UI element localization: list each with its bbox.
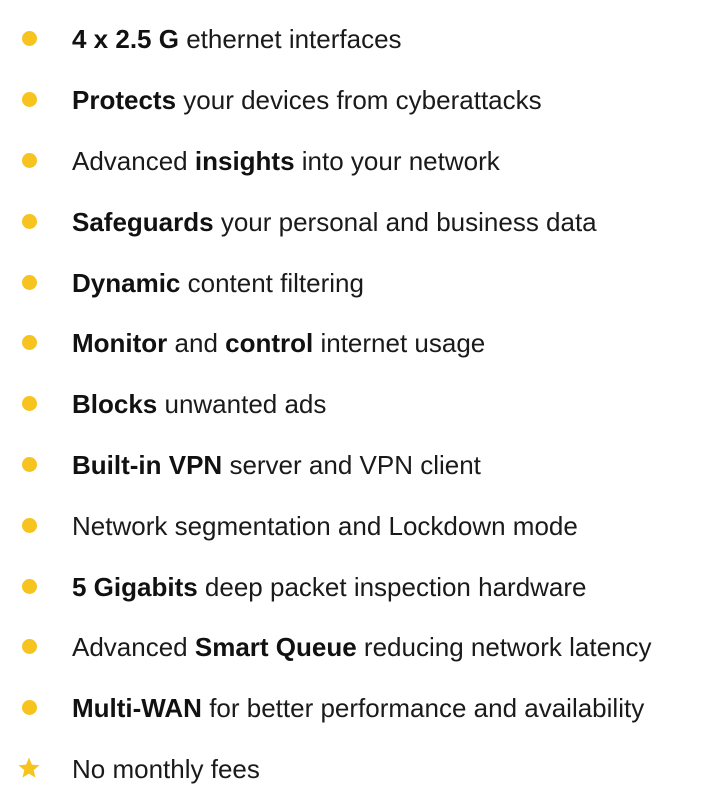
feature-text-bold: control — [225, 328, 314, 359]
feature-text-bold: Multi-WAN — [72, 693, 202, 724]
feature-item: Advanced Smart Queue reducing network la… — [0, 617, 726, 678]
feature-text-regular: Network segmentation and Lockdown mode — [72, 510, 578, 541]
feature-text-bold: 4 x 2.5 G — [72, 24, 179, 55]
feature-text: Monitor and control internet usage — [72, 328, 485, 358]
feature-text-regular: No monthly fees — [72, 753, 260, 784]
feature-item: Multi-WAN for better performance and ava… — [0, 678, 726, 739]
feature-text-bold: Blocks — [72, 389, 158, 420]
feature-text: No monthly fees — [72, 754, 260, 784]
feature-text-regular: your devices from cyberattacks — [176, 85, 542, 116]
feature-text-regular: Advanced — [72, 145, 195, 176]
feature-item: No monthly fees — [0, 739, 726, 800]
feature-item: Protects your devices from cyberattacks — [0, 70, 726, 131]
bullet-dot-icon — [22, 152, 37, 168]
feature-item: 5 Gigabits deep packet inspection hardwa… — [0, 556, 726, 617]
feature-text: Advanced Smart Queue reducing network la… — [72, 632, 652, 662]
feature-text-regular: ethernet interfaces — [178, 24, 402, 55]
feature-text-bold: Safeguards — [72, 206, 214, 237]
feature-text-bold: Protects — [72, 85, 177, 116]
feature-text: Blocks unwanted ads — [72, 389, 326, 419]
star-icon — [18, 757, 40, 778]
feature-text: Multi-WAN for better performance and ava… — [72, 693, 644, 723]
feature-item: 4 x 2.5 G ethernet interfaces — [0, 9, 726, 70]
feature-text: 4 x 2.5 G ethernet interfaces — [72, 24, 402, 54]
bullet-dot-icon — [22, 335, 37, 351]
feature-item: Monitor and control internet usage — [0, 313, 726, 374]
bullet-dot-icon — [22, 456, 37, 472]
feature-text-bold: Smart Queue — [194, 632, 357, 663]
feature-text: Network segmentation and Lockdown mode — [72, 511, 578, 541]
feature-text: Dynamic content filtering — [72, 268, 364, 298]
feature-text-bold: Monitor — [72, 328, 168, 359]
feature-text-regular: reducing network latency — [356, 632, 652, 663]
feature-text: Advanced insights into your network — [72, 146, 500, 176]
feature-text-regular: deep packet inspection hardware — [197, 571, 587, 602]
feature-text-regular: internet usage — [313, 328, 486, 359]
feature-text: 5 Gigabits deep packet inspection hardwa… — [72, 572, 587, 602]
bullet-dot-icon — [22, 639, 37, 655]
feature-text-regular: for better performance and availability — [201, 693, 645, 724]
bullet-dot-icon — [22, 274, 37, 290]
feature-text-regular: into your network — [294, 145, 500, 176]
feature-item: Network segmentation and Lockdown mode — [0, 495, 726, 556]
feature-text-regular: Advanced — [72, 632, 195, 663]
feature-text-regular: content filtering — [180, 267, 364, 298]
bullet-dot-icon — [22, 517, 37, 533]
bullet-dot-icon — [22, 700, 37, 716]
feature-item: Advanced insights into your network — [0, 131, 726, 192]
feature-text: Protects your devices from cyberattacks — [72, 85, 542, 115]
bullet-dot-icon — [22, 31, 37, 47]
feature-text: Safeguards your personal and business da… — [72, 207, 597, 237]
feature-item: Built-in VPN server and VPN client — [0, 435, 726, 496]
feature-text-bold: Built-in VPN — [72, 449, 223, 480]
bullet-dot-icon — [22, 578, 37, 594]
feature-text-bold: 5 Gigabits — [72, 571, 198, 602]
feature-text-regular: unwanted ads — [157, 389, 327, 420]
feature-item: Safeguards your personal and business da… — [0, 191, 726, 252]
bullet-dot-icon — [22, 396, 37, 412]
feature-text: Built-in VPN server and VPN client — [72, 450, 481, 480]
feature-text-bold: Dynamic — [72, 267, 181, 298]
bullet-dot-icon — [22, 213, 37, 229]
feature-item: Dynamic content filtering — [0, 252, 726, 313]
feature-item: Blocks unwanted ads — [0, 374, 726, 435]
feature-text-regular: and — [167, 328, 226, 359]
feature-text-bold: insights — [194, 145, 295, 176]
feature-text-regular: your personal and business data — [213, 206, 597, 237]
bullet-dot-icon — [22, 92, 37, 108]
feature-text-regular: server and VPN client — [222, 449, 481, 480]
